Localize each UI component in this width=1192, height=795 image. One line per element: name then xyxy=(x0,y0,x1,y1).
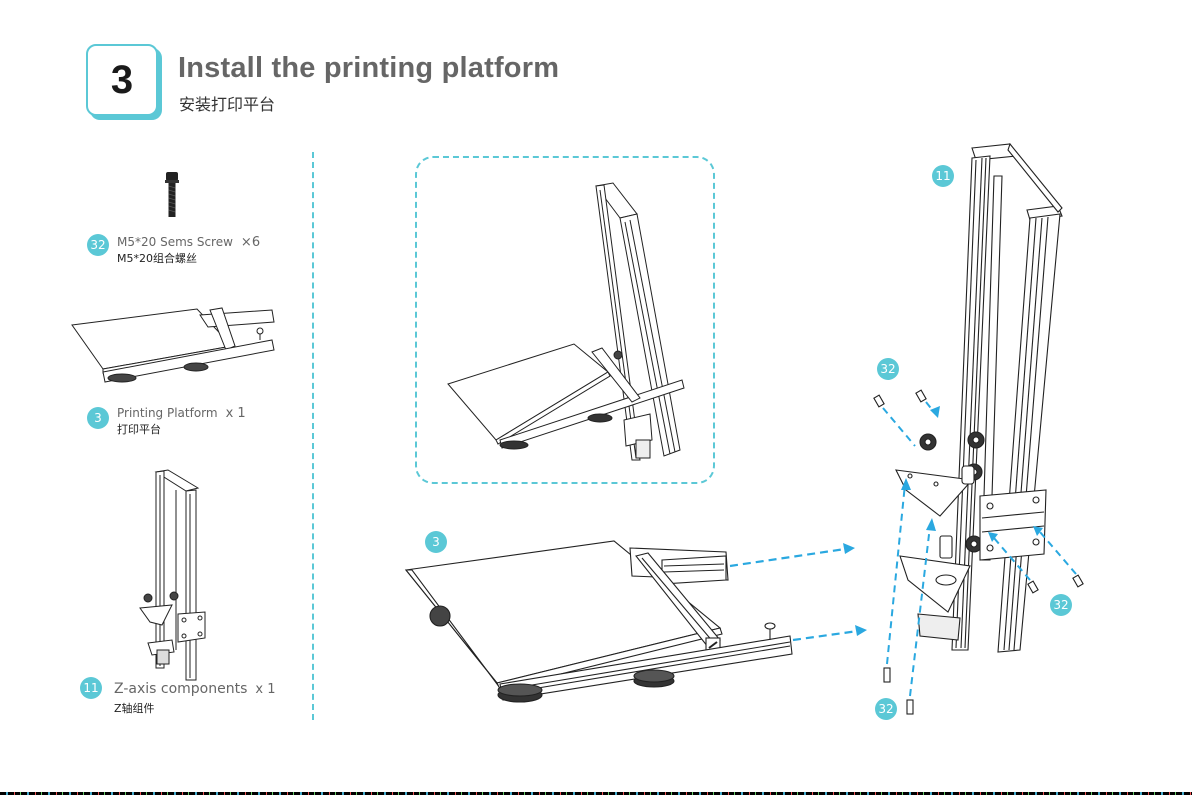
step-number-badge: 3 xyxy=(86,44,158,116)
section-divider xyxy=(312,152,314,720)
callout-screws-top: 32 xyxy=(877,358,899,380)
callout-screws-right: 32 xyxy=(1050,594,1072,616)
callout-screws-bottom: 32 xyxy=(875,698,897,720)
part-label-screw: M5*20 Sems Screw ×6 xyxy=(117,233,260,251)
part-badge: 32 xyxy=(87,234,109,256)
part-label-z-axis: Z-axis components x 1 xyxy=(114,680,276,698)
page-subtitle-cn: 安装打印平台 xyxy=(179,95,276,114)
part-name-en: Z-axis components xyxy=(114,681,248,697)
part-badge: 11 xyxy=(80,677,102,699)
part-quantity: x 1 xyxy=(225,406,246,421)
part-name-en: Printing Platform xyxy=(117,406,218,420)
part-name-cn: M5*20组合螺丝 xyxy=(117,252,197,265)
part-label-platform: Printing Platform x 1 xyxy=(117,404,246,422)
page-title: Install the printing platform xyxy=(178,52,560,84)
part-quantity: x 1 xyxy=(255,682,276,697)
part-badge: 3 xyxy=(87,407,109,429)
part-name-en: M5*20 Sems Screw xyxy=(117,235,233,249)
assembled-preview-frame xyxy=(415,156,715,484)
callout-platform: 3 xyxy=(425,531,447,553)
bottom-edge-strip xyxy=(0,792,1192,795)
part-name-cn: Z轴组件 xyxy=(114,702,155,715)
callout-z-axis: 11 xyxy=(932,165,954,187)
part-name-cn: 打印平台 xyxy=(117,423,161,436)
part-quantity: ×6 xyxy=(240,235,261,250)
